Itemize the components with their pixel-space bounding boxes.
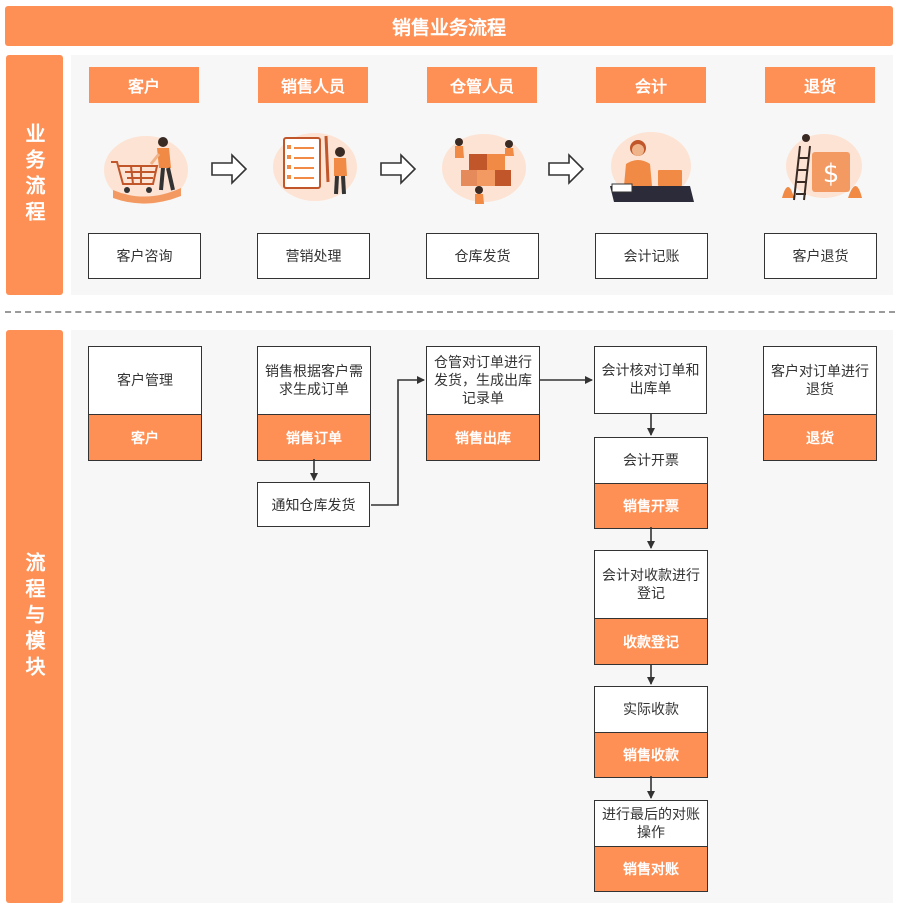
flow-arrow-icon <box>211 153 248 185</box>
shopping-cart-person-illustration <box>104 136 188 204</box>
module-label: 销售收款 <box>595 732 707 777</box>
module-desc: 会计对收款进行登记 <box>602 567 700 602</box>
module-label: 销售出库 <box>427 414 539 460</box>
role-accountant: 会计 <box>596 67 706 103</box>
module-desc: 进行最后的对账操作 <box>602 806 700 841</box>
connector-arrow <box>371 376 425 506</box>
module-step-reconcile-order: 会计核对订单和出库单 <box>594 346 707 414</box>
section-divider <box>5 311 895 313</box>
warehouse-boxes-illustration <box>442 134 526 204</box>
module-label: 销售订单 <box>258 414 370 460</box>
module-card-sales-reconciliation: 进行最后的对账操作 销售对账 <box>594 800 708 892</box>
step-warehouse-shipping: 仓库发货 <box>426 233 539 279</box>
module-card-sales-invoice: 会计开票 销售开票 <box>594 437 708 529</box>
section-label-business-flow: 业务流程 <box>6 55 63 295</box>
step-marketing: 营销处理 <box>257 233 370 279</box>
module-desc: 会计核对订单和出库单 <box>601 363 700 397</box>
step-customer-return: 客户退货 <box>764 233 877 279</box>
module-desc: 仓管对订单进行发货，生成出库记录单 <box>434 354 532 407</box>
module-desc: 实际收款 <box>623 701 679 718</box>
svg-text:$: $ <box>823 159 840 189</box>
module-label: 退货 <box>764 414 876 460</box>
module-desc: 客户管理 <box>117 372 173 389</box>
role-return: 退货 <box>765 67 875 103</box>
module-desc: 销售根据客户需求生成订单 <box>265 363 363 398</box>
role-warehouse: 仓管人员 <box>427 67 537 103</box>
checklist-person-illustration <box>273 133 357 201</box>
module-label: 销售对账 <box>595 846 707 891</box>
role-sales: 销售人员 <box>258 67 368 103</box>
flow-arrow-icon <box>380 153 417 185</box>
step-accounting: 会计记账 <box>595 233 708 279</box>
return-goods-illustration: $ <box>782 134 862 201</box>
module-label: 销售开票 <box>595 483 707 528</box>
module-card-return: 客户对订单进行退货 退货 <box>763 346 877 461</box>
flow-arrow-icon <box>548 153 585 185</box>
module-card-sales-receipt: 实际收款 销售收款 <box>594 686 708 778</box>
module-desc: 客户对订单进行退货 <box>771 363 869 398</box>
module-label: 客户 <box>89 414 201 460</box>
role-customer: 客户 <box>89 67 199 103</box>
step-customer-inquiry: 客户咨询 <box>88 233 201 279</box>
module-card-sales-outbound: 仓管对订单进行发货，生成出库记录单 销售出库 <box>426 346 540 461</box>
accountant-laptop-illustration <box>610 132 694 202</box>
module-desc: 会计开票 <box>623 452 679 469</box>
step-notify-warehouse: 通知仓库发货 <box>257 482 370 527</box>
section-label-process-modules: 流程与模块 <box>6 330 63 903</box>
module-label: 收款登记 <box>595 618 707 664</box>
page-title: 销售业务流程 <box>5 6 893 46</box>
module-card-customer: 客户管理 客户 <box>88 346 202 461</box>
